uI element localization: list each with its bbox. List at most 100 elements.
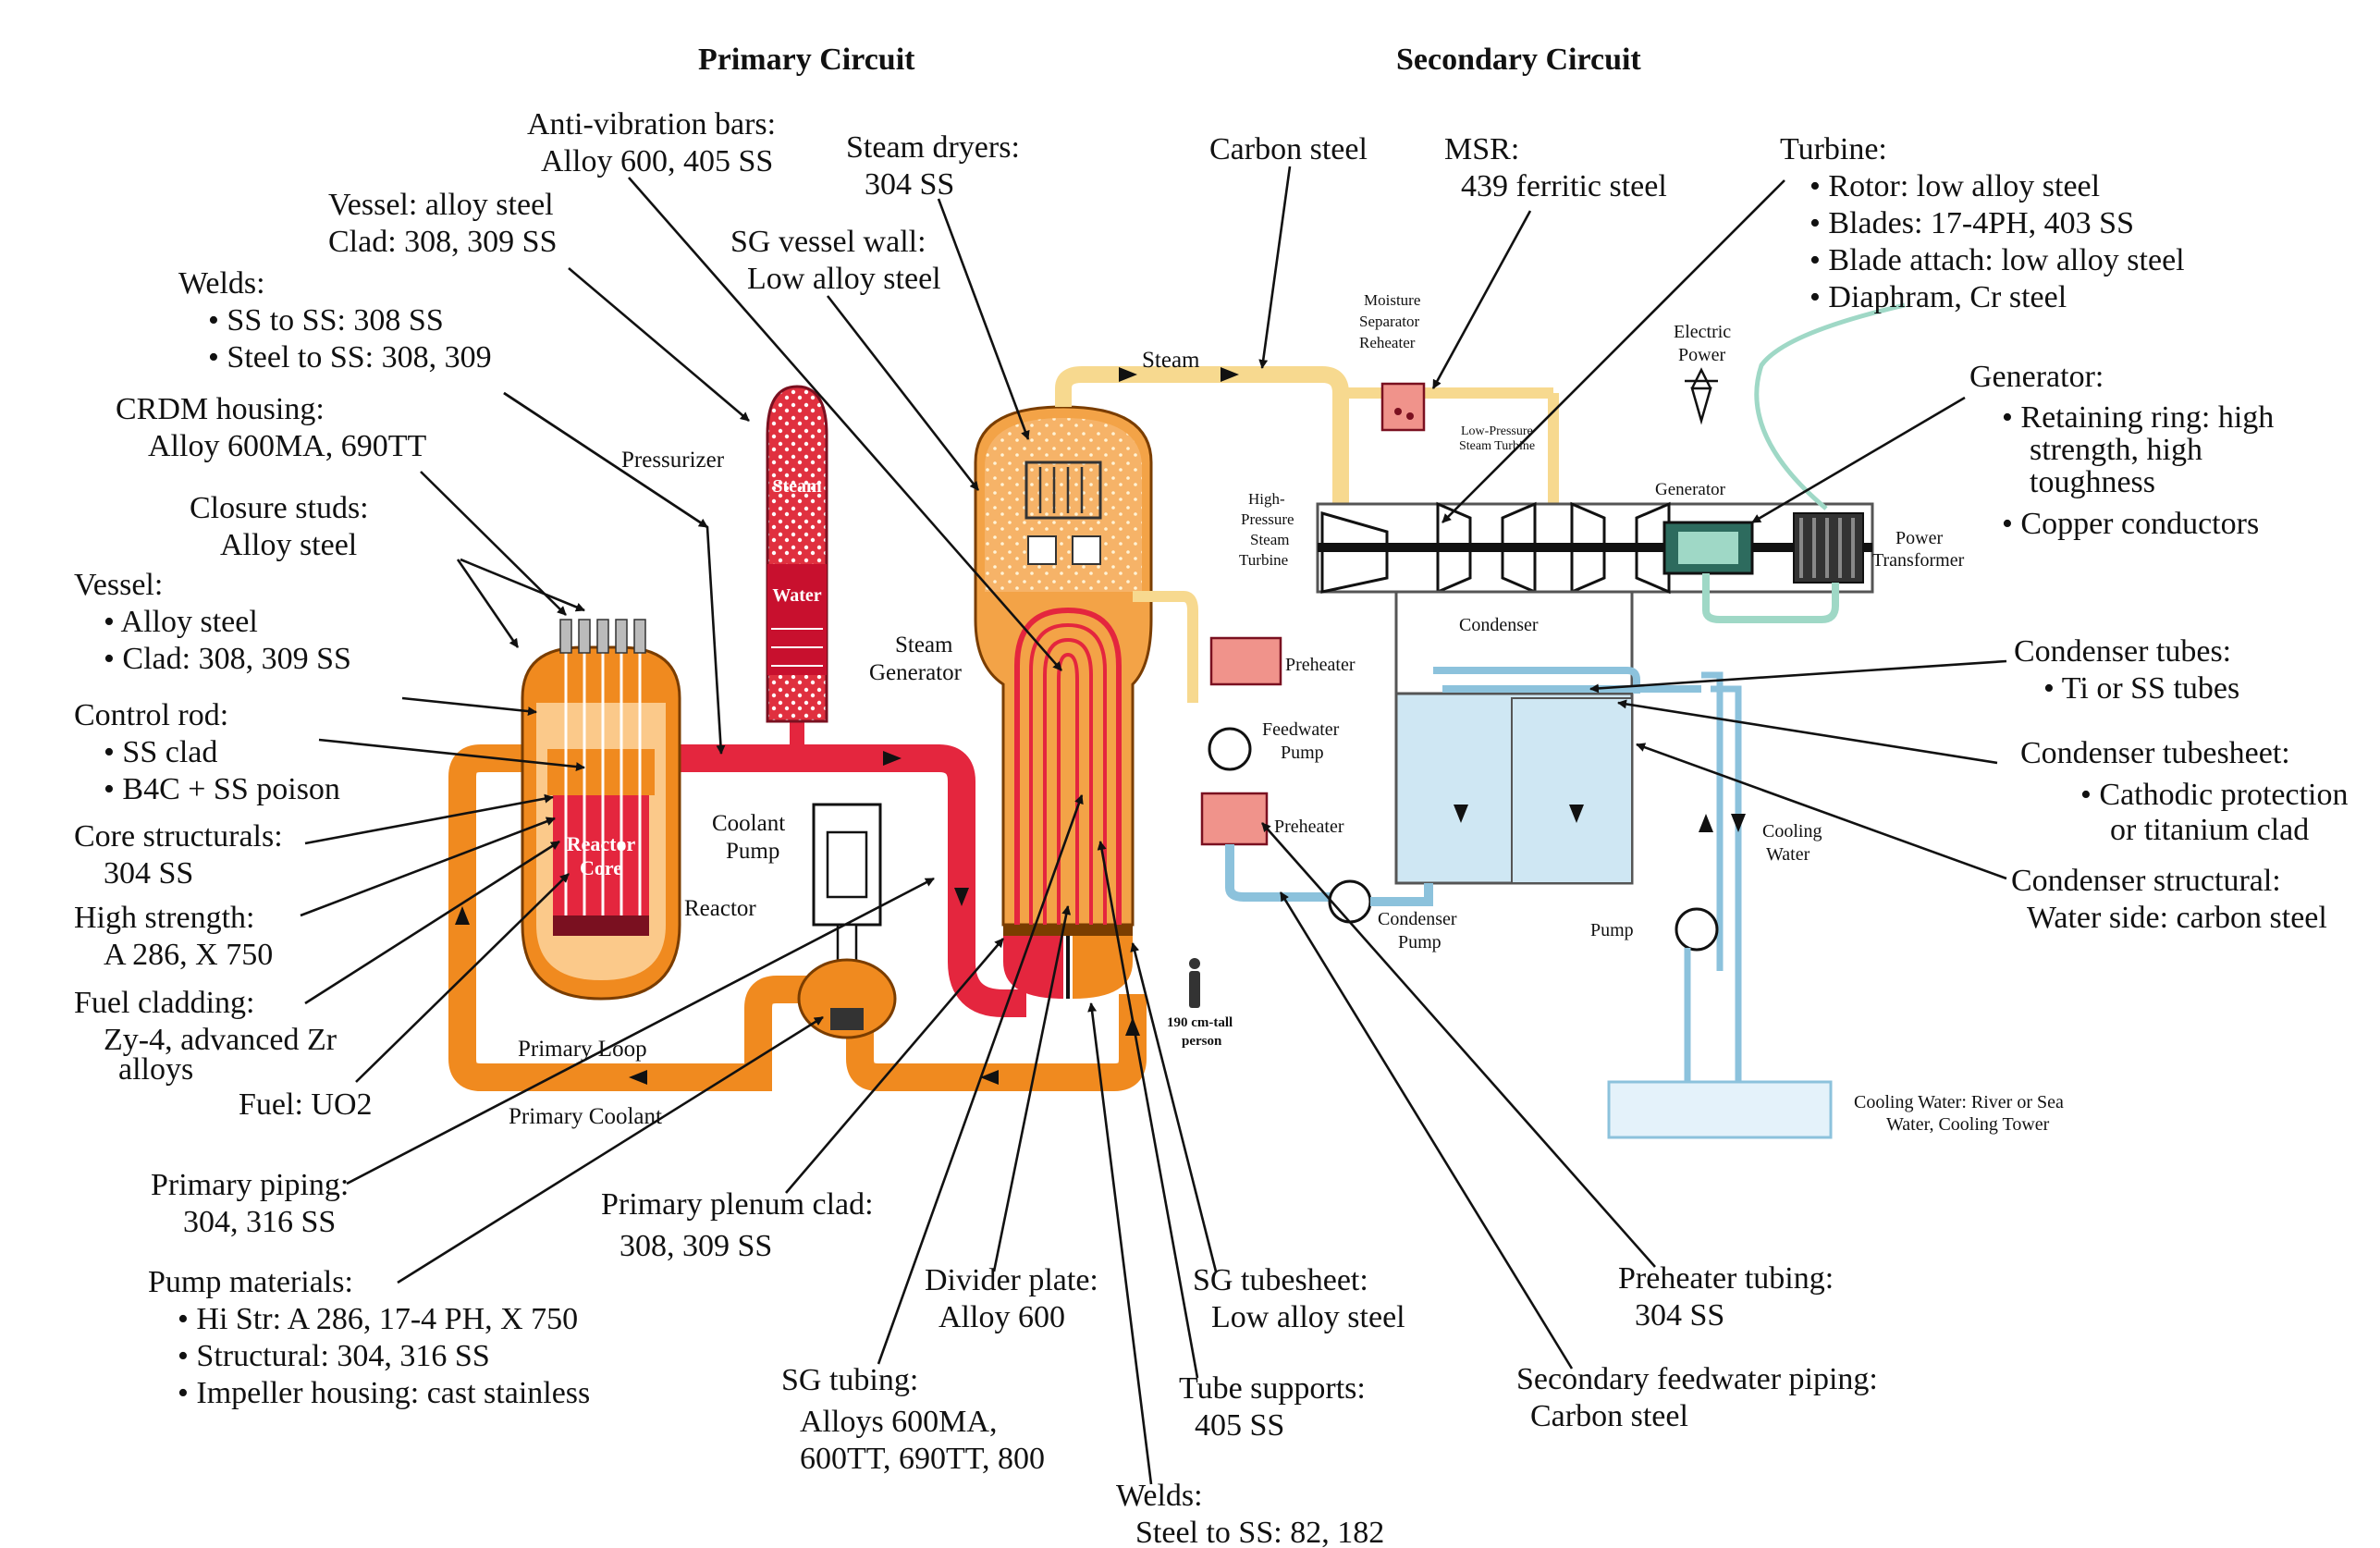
closure-line1: Closure studs: [190, 491, 369, 525]
person-line1: 190 cm-tall [1167, 1015, 1233, 1030]
steam-generator-line1: Steam [895, 633, 953, 657]
reactor-label: Reactor [684, 896, 756, 921]
primary-piping-line2: 304, 316 SS [183, 1205, 336, 1239]
cooling-source-line2: Water, Cooling Tower [1886, 1114, 2050, 1135]
closure-line2: Alloy steel [220, 528, 357, 562]
turbine-item-4: • Diaphram, Cr steel [1810, 280, 2067, 314]
feedwater-pump-line2: Pump [1281, 743, 1324, 763]
condenser-pump-line2: Pump [1398, 932, 1441, 952]
sg-vessel-wall-line2: Low alloy steel [747, 262, 941, 296]
welds-bottom-line1: Welds: [1116, 1479, 1203, 1513]
fuel-cladding-line3: alloys [118, 1052, 193, 1087]
sg-vessel-wall-line1: SG vessel wall: [730, 225, 926, 259]
turbines [1318, 504, 1872, 592]
vessel-item-1: • Alloy steel [104, 605, 258, 639]
cond-tubesheet-line3: or titanium clad [2110, 813, 2309, 847]
generator-item-2: • Copper conductors [2002, 507, 2259, 541]
msr-line1: MSR: [1444, 132, 1519, 166]
control-title: Control rod: [74, 698, 228, 732]
primary-piping-line1: Primary piping: [151, 1168, 349, 1202]
welds-bottom-line2: Steel to SS: 82, 182 [1135, 1516, 1384, 1548]
steam-dryers-line2: 304 SS [865, 167, 954, 202]
steam-generator [975, 407, 1151, 999]
reactor-core-line2: Core [580, 856, 622, 879]
hp-turbine-line4: Turbine [1239, 551, 1288, 569]
cond-tubesheet-line1: Condenser tubesheet: [2020, 736, 2290, 770]
vessel-item-2: • Clad: 308, 309 SS [104, 642, 351, 676]
sg-tubesheet-line1: SG tubesheet: [1193, 1263, 1368, 1297]
reactor-core-line1: Reactor [567, 832, 636, 855]
feedwater-pump-line1: Feedwater [1262, 719, 1340, 740]
high-strength-line2: A 286, X 750 [104, 938, 273, 972]
cooling-arrow-up [1699, 814, 1713, 832]
msr-unit-line2: Separator [1359, 313, 1419, 330]
turbine-title: Turbine: [1780, 132, 1887, 166]
control-item-2: • B4C + SS poison [104, 772, 340, 806]
pressurizer-steam-label: Steam [772, 476, 822, 497]
tube-supports-line2: 405 SS [1195, 1408, 1284, 1443]
power-transformer-line2: Transformer [1872, 550, 1965, 571]
cond-tubes-line1: Condenser tubes: [2014, 634, 2231, 669]
pump-item-2: • Structural: 304, 316 SS [178, 1339, 490, 1373]
primary-plenum-line2: 308, 309 SS [620, 1229, 772, 1263]
divider-line1: Divider plate: [925, 1263, 1098, 1297]
sg-tubing-line3: 600TT, 690TT, 800 [800, 1442, 1045, 1476]
person-line2: person [1182, 1034, 1222, 1049]
generator-item-1b: strength, high [2030, 433, 2202, 467]
pump-label: Pump [1590, 920, 1634, 940]
hp-turbine-line1: High- [1248, 490, 1285, 508]
welds-item-1: • SS to SS: 308 SS [208, 303, 444, 338]
pump-title: Pump materials: [148, 1265, 353, 1299]
msr-unit [1382, 384, 1424, 430]
pressurizer: Steam Water [767, 387, 827, 721]
electric-tower-icon [1685, 370, 1718, 421]
anti-vibration-line2: Alloy 600, 405 SS [541, 144, 773, 178]
cooling-water-line1: Cooling [1762, 821, 1822, 842]
preheater-tubing-line1: Preheater tubing: [1618, 1261, 1834, 1296]
sg-tubing-line1: SG tubing: [781, 1363, 918, 1397]
hp-turbine-line3: Steam [1250, 531, 1290, 548]
core-struct-line1: Core structurals: [74, 819, 283, 854]
welds-title: Welds: [178, 266, 265, 301]
tube-supports-line1: Tube supports: [1179, 1371, 1366, 1406]
cooling-water-system [1609, 675, 1831, 1137]
condenser-label: Condenser [1459, 615, 1539, 635]
pressurizer-label: Pressurizer [621, 448, 725, 473]
hp-turbine-line2: Pressure [1241, 510, 1294, 528]
generator-item-1c: toughness [2030, 465, 2155, 499]
primary-plenum-line1: Primary plenum clad: [601, 1187, 874, 1222]
lp-turbine-line1: Low-Pressure [1461, 424, 1533, 438]
fuel-label: Fuel: UO2 [239, 1087, 373, 1122]
cooling-source-line1: Cooling Water: River or Sea [1854, 1092, 2064, 1112]
pump-item-1: • Hi Str: A 286, 17-4 PH, X 750 [178, 1302, 578, 1336]
cooling-water-line2: Water [1766, 844, 1810, 865]
anti-vibration-line1: Anti-vibration bars: [527, 107, 776, 141]
primary-circuit-header: Primary Circuit [698, 43, 915, 77]
condenser [1396, 592, 1701, 883]
generator-title: Generator: [1969, 360, 2104, 394]
generator-item-1: • Retaining ring: high [2002, 400, 2274, 435]
high-strength-line1: High strength: [74, 901, 254, 935]
control-item-1: • SS clad [104, 735, 217, 769]
person-icon [1189, 958, 1200, 1008]
feedwater-piping-line2: Carbon steel [1530, 1399, 1688, 1433]
steam-generator-line2: Generator [869, 660, 963, 685]
vessel-title: Vessel: [74, 568, 163, 602]
crdm-line2: Alloy 600MA, 690TT [148, 429, 427, 463]
fuel-cladding-line1: Fuel cladding: [74, 986, 254, 1020]
preheater-2-label: Preheater [1274, 817, 1344, 837]
coolant-pump [799, 805, 895, 1038]
coolant-pump-line1: Coolant [712, 811, 785, 836]
welds-item-2: • Steel to SS: 308, 309 [208, 340, 492, 375]
cond-struct-line1: Condenser structural: [2011, 864, 2281, 898]
primary-coolant-label: Primary Coolant [509, 1104, 662, 1129]
electric-power-line1: Electric [1674, 322, 1731, 342]
core-struct-line2: 304 SS [104, 856, 193, 891]
turbine-item-2: • Blades: 17-4PH, 403 SS [1810, 206, 2134, 240]
condenser-pump-line1: Condenser [1378, 909, 1457, 929]
pump-item-3: • Impeller housing: cast stainless [178, 1376, 590, 1410]
steam-line-label: Steam [1142, 348, 1200, 373]
turbine-item-3: • Blade attach: low alloy steel [1810, 243, 2185, 277]
cooling-arrow-down [1731, 814, 1746, 832]
preheater-tubing-line2: 304 SS [1635, 1298, 1724, 1333]
